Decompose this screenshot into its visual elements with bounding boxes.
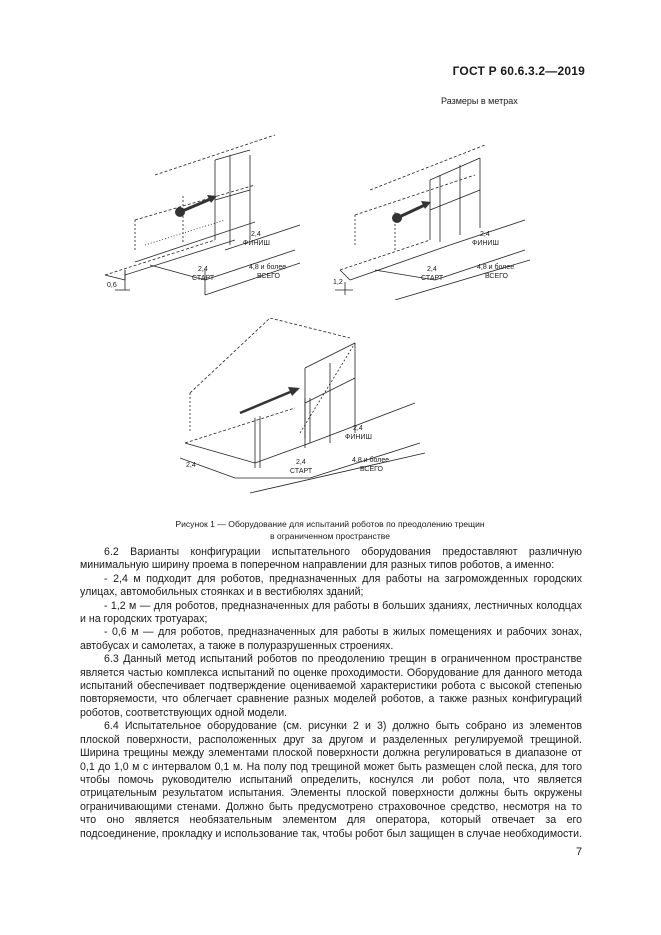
paragraph-6-2: 6.2 Варианты конфигурации испытательного… (80, 546, 582, 572)
page-number: 7 (576, 846, 583, 858)
fig-a-start-value: 2,4 (198, 266, 208, 273)
fig-b-width-value: 1,2 (333, 279, 343, 286)
figure-b: 1,2 2,4 СТАРТ 2,4 ФИНИШ 4,8 и более ВСЕГ… (325, 130, 535, 300)
fig-a-total-label: ВСЕГО (257, 273, 281, 280)
caption-line-1: Рисунок 1 — Оборудование для испытаний р… (175, 519, 485, 529)
paragraph-6-3: 6.3 Данный метод испытаний роботов по пр… (80, 653, 582, 719)
fig-a-width-value: 0,6 (107, 282, 117, 289)
fig-b-total-value: 4,8 и более (477, 264, 515, 271)
figure-c: 2,4 2,4 СТАРТ 2,4 ФИНИШ 4,8 и более ВСЕГ… (170, 318, 430, 498)
fig-b-start-value: 2,4 (427, 266, 437, 273)
fig-a-total-value: 4,8 и более (249, 264, 287, 271)
units-note: Размеры в метрах (441, 96, 518, 106)
fig-b-start-label: СТАРТ (421, 275, 444, 282)
fig-a-start-label: СТАРТ (192, 275, 215, 282)
fig-c-finish-label: ФИНИШ (345, 434, 372, 441)
paragraph-6-4: 6.4 Испытательное оборудование (см. рису… (80, 720, 583, 840)
list-item: - 2,4 м подходит для роботов, предназнач… (80, 572, 582, 599)
list-item: - 1,2 м — для роботов, предназначенных д… (80, 599, 582, 626)
figure-b-drawing (335, 144, 531, 300)
fig-c-total-value: 4,8 и более (352, 457, 390, 464)
fig-a-finish-label: ФИНИШ (243, 240, 270, 247)
fig-c-finish-value: 2,4 (353, 425, 363, 432)
fig-c-width-value: 2,4 (186, 462, 196, 469)
fig-b-finish-label: ФИНИШ (472, 240, 499, 247)
figure-a-drawing (104, 134, 301, 296)
fig-b-total-label: ВСЕГО (485, 273, 509, 280)
fig-a-finish-value: 2,4 (251, 231, 261, 238)
fig-c-start-value: 2,4 (296, 459, 306, 466)
fig-c-total-label: ВСЕГО (360, 466, 384, 473)
list-item: - 0,6 м — для роботов, предназначенных д… (80, 626, 582, 652)
standard-number: ГОСТ Р 60.6.3.2—2019 (452, 64, 585, 78)
figure-a: 0,6 2,4 СТАРТ 2,4 ФИНИШ 4,8 и более ВСЕГ… (95, 130, 305, 300)
body-text: 6.2 Варианты конфигурации испытательного… (80, 546, 582, 841)
fig-c-start-label: СТАРТ (290, 468, 313, 475)
caption-line-2: в ограниченном пространстве (269, 531, 391, 541)
fig-b-finish-value: 2,4 (480, 231, 490, 238)
figure-caption: Рисунок 1 — Оборудование для испытаний р… (80, 518, 580, 542)
figure-c-drawing (179, 318, 426, 494)
